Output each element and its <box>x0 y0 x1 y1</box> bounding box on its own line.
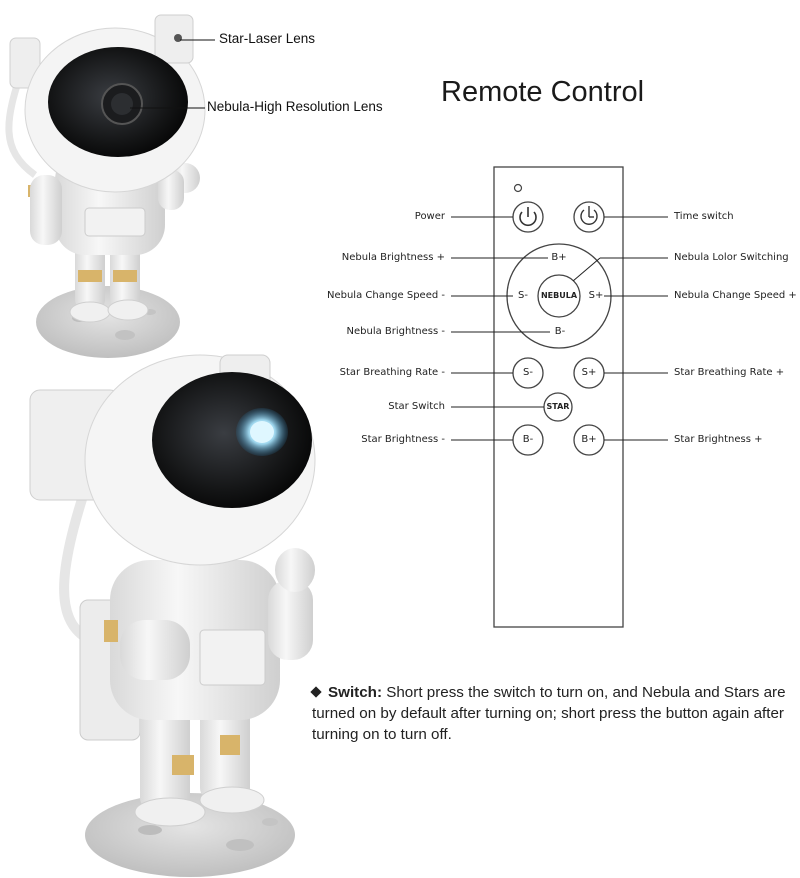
switch-note-text: Short press the switch to turn on, and N… <box>312 684 786 743</box>
star-switch-button[interactable]: STAR <box>546 402 570 411</box>
nebula-brightness-minus-button[interactable]: B- <box>554 326 566 337</box>
switch-note-label: Switch: <box>328 684 383 701</box>
nebula-brightness-minus-label: Nebula Brightness - <box>346 326 445 337</box>
star-brightness-minus-button[interactable]: B- <box>522 434 534 445</box>
page-title: Remote Control <box>441 76 645 108</box>
remote-control-diagram <box>451 166 668 628</box>
small-astronaut <box>5 14 206 358</box>
star-brightness-plus-button[interactable]: B+ <box>581 434 597 445</box>
nebula-brightness-plus-label: Nebula Brightness + <box>341 252 445 263</box>
star-breathing-minus-button[interactable]: S- <box>523 367 533 378</box>
star-laser-lens-label: Star-Laser Lens <box>219 31 316 46</box>
time-switch-label: Time switch <box>674 211 734 222</box>
nebula-speed-plus-button[interactable]: S+ <box>588 290 604 301</box>
lens-callout-lines <box>130 39 215 109</box>
nebula-color-switching-label: Nebula Lolor Switching <box>674 252 789 263</box>
star-breathing-plus-button[interactable]: S+ <box>581 367 597 378</box>
star-brightness-plus-label: Star Brightness + <box>674 434 763 445</box>
star-brightness-minus-label: Star Brightness - <box>361 434 445 445</box>
power-label: Power <box>414 211 445 222</box>
star-breathing-plus-label: Star Breathing Rate + <box>674 367 785 378</box>
nebula-change-speed-plus-label: Nebula Change Speed + <box>674 290 797 301</box>
nebula-speed-minus-button[interactable]: S- <box>518 290 528 301</box>
nebula-color-button[interactable]: NEBULA <box>540 291 578 300</box>
nebula-lens-label: Nebula-High Resolution Lens <box>207 99 383 114</box>
nebula-brightness-plus-button[interactable]: B+ <box>551 252 567 263</box>
switch-note: Switch: Short press the switch to turn o… <box>312 682 800 745</box>
star-switch-label: Star Switch <box>388 401 445 412</box>
astronaut-product-image <box>5 14 316 877</box>
nebula-change-speed-minus-label: Nebula Change Speed - <box>326 290 445 301</box>
star-breathing-minus-label: Star Breathing Rate - <box>339 367 445 378</box>
large-astronaut <box>29 354 316 877</box>
